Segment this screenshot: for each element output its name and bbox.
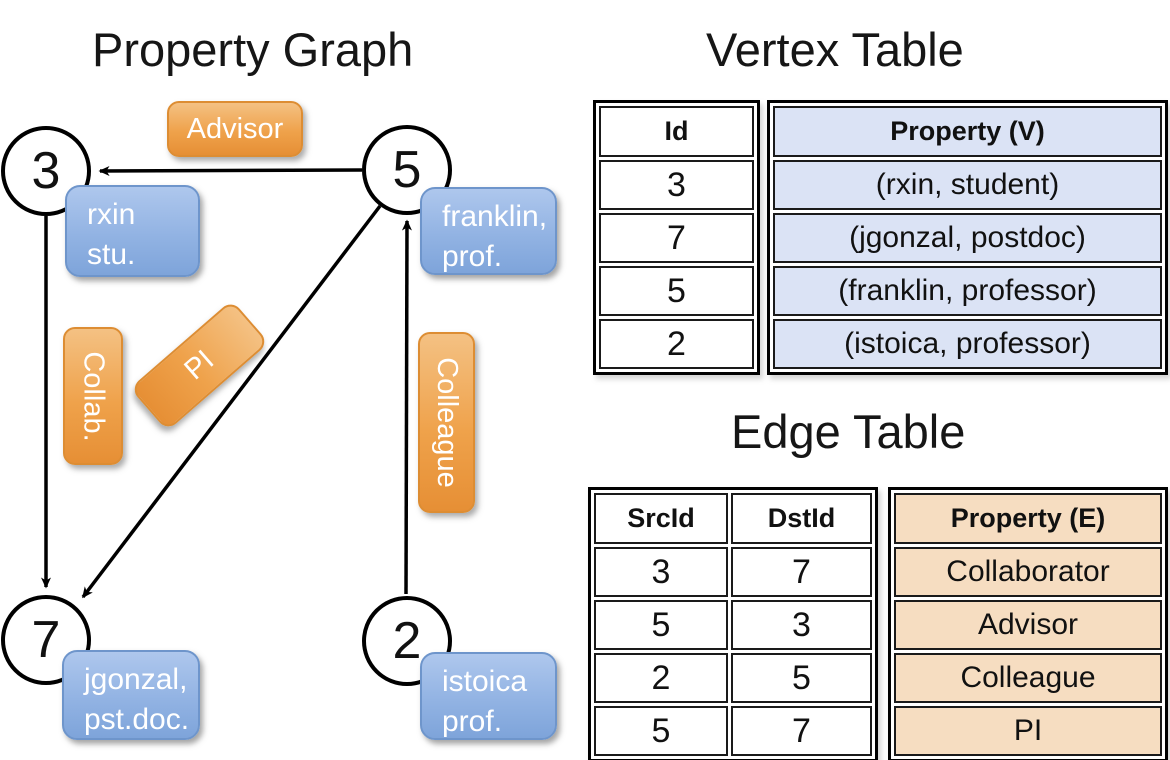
edge-property-cell: Collaborator [894, 547, 1162, 597]
edge-src-cell: 5 [594, 600, 728, 650]
vertex-property-callout-5: franklin, prof. [420, 187, 557, 275]
edge-dst-cell: 5 [731, 653, 872, 703]
edge-dst-cell: 3 [731, 600, 872, 650]
edge-label-text: Advisor [186, 112, 284, 145]
vertex-property-cell: (franklin, professor) [773, 266, 1162, 316]
edge-dst-cell: 7 [731, 547, 872, 597]
edge-src-cell: 5 [594, 706, 728, 756]
edge-dst-cell: 7 [731, 706, 872, 756]
node-id: 3 [31, 142, 61, 200]
node-id: 5 [392, 141, 422, 199]
vertex-property-callout-2: istoica prof. [420, 652, 557, 740]
edge-5-to-3 [98, 165, 363, 176]
callout-line: pst.doc. [84, 702, 190, 736]
edge-label-text: Colleague [431, 357, 464, 488]
vertex-property-callout-7: jgonzal, pst.doc. [62, 650, 200, 740]
callout-line: franklin, [442, 200, 548, 233]
callout-line: prof. [442, 704, 503, 738]
edge-table-srcid-header: SrcId [594, 493, 728, 544]
node-id: 7 [31, 611, 61, 669]
edge-table-property-header: Property (E) [894, 493, 1162, 544]
callout-line: prof. [442, 239, 503, 273]
vertex-property-cell: (rxin, student) [773, 160, 1162, 210]
edge-5-to-7 [81, 204, 382, 599]
edge-property-cell: Advisor [894, 600, 1162, 650]
vertex-table-property-header: Property (V) [773, 106, 1162, 157]
vertex-table-title: Vertex Table [706, 23, 964, 76]
vertex-property-cell: (jgonzal, postdoc) [773, 213, 1162, 263]
edge-table-title: Edge Table [731, 405, 966, 458]
callout-line: istoica [442, 665, 528, 698]
vertex-id-cell: 5 [599, 266, 754, 316]
vertex-id-cell: 7 [599, 213, 754, 263]
edge-table-dstid-header: DstId [731, 493, 872, 544]
vertex-property-callout-3: rxin stu. [65, 185, 200, 277]
vertex-table-id-column: Id 3 7 5 2 [593, 100, 760, 375]
edge-src-cell: 3 [594, 547, 728, 597]
vertex-table-id-header: Id [599, 106, 754, 157]
graph-edges [41, 165, 412, 599]
graph-node-2: 2 [362, 596, 452, 686]
edge-property-cell: Colleague [894, 653, 1162, 703]
edge-table-property-column: Property (E) Collaborator Advisor Collea… [888, 487, 1168, 760]
vertex-table-property-column: Property (V) (rxin, student) (jgonzal, p… [767, 100, 1168, 375]
edge-label-colleague: Colleague [418, 332, 475, 513]
edge-label-text: PI [178, 344, 221, 387]
vertex-property-cell: (istoica, professor) [773, 319, 1162, 369]
callout-line: rxin [87, 198, 136, 231]
edge-label-text: Collab. [77, 350, 110, 442]
callout-line: jgonzal, [84, 663, 188, 696]
edge-src-cell: 2 [594, 653, 728, 703]
node-id: 2 [392, 612, 422, 670]
edge-2-to-5 [401, 219, 412, 595]
property-graph-title: Property Graph [92, 23, 414, 76]
edge-label-advisor: Advisor [167, 101, 303, 157]
edge-property-cell: PI [894, 706, 1162, 756]
vertex-id-cell: 3 [599, 160, 754, 210]
callout-line: stu. [87, 237, 136, 271]
edge-table-src-dst-columns: SrcId DstId 3 7 5 3 2 5 5 7 [588, 487, 878, 760]
graph-node-5: 5 [362, 125, 452, 215]
edge-label-collab: Collab. [63, 327, 123, 465]
vertex-id-cell: 2 [599, 319, 754, 369]
